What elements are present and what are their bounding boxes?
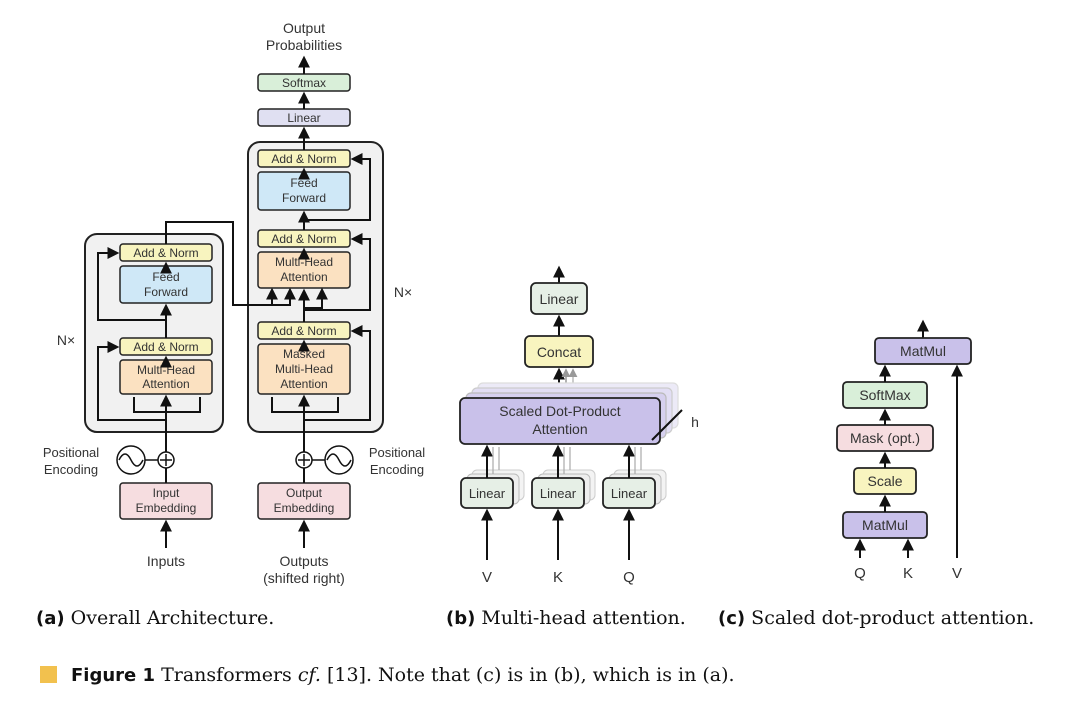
sine-wave-icon — [326, 453, 352, 467]
encoder-stack-container — [84, 233, 224, 433]
mh-linear-k-label: Linear — [540, 486, 577, 501]
mh-linear-v-label: Linear — [469, 486, 506, 501]
sdp-k-label: K — [903, 565, 913, 582]
enc-add-norm-top-label: Add & Norm — [133, 246, 198, 260]
sdp-matmul-top-label: MatMul — [900, 343, 946, 359]
mh-concat-box — [524, 335, 594, 368]
dec-masked-label-3: Attention — [280, 377, 327, 391]
enc-positional-label-2: Encoding — [44, 462, 98, 477]
dec-masked-label-2: Multi-Head — [275, 362, 333, 376]
mh-linear-label: Linear — [540, 291, 579, 307]
softmax-label: Softmax — [282, 76, 326, 90]
panel-c-scaled-dot-product: MatMul SoftMax Mask (opt.) Scale MatMul … — [836, 319, 972, 582]
mh-linear-box — [530, 282, 588, 315]
caption-b-tag: (b) — [446, 608, 476, 629]
input-embedding-label-1: Input — [153, 486, 180, 500]
mh-k-label: K — [553, 569, 563, 586]
inputs-label: Inputs — [147, 553, 185, 569]
dec-mha-label-2: Attention — [280, 270, 327, 284]
dec-feed-forward-label-2: Forward — [282, 191, 326, 205]
panel-a-architecture: Add & Norm Feed Forward Add & Norm Multi… — [43, 20, 425, 586]
encoder-nx-label: N× — [57, 332, 75, 348]
output-probabilities-label-2: Probabilities — [266, 37, 342, 53]
mh-v-label: V — [482, 569, 492, 586]
sdp-arrows — [854, 364, 963, 558]
enc-feed-forward-label-2: Forward — [144, 285, 188, 299]
dec-positional-label-2: Encoding — [370, 462, 424, 477]
dec-positional-label-1: Positional — [369, 445, 425, 460]
caption-a: (a) Overall Architecture. — [36, 607, 274, 629]
figure-text-after: [13]. Note that (c) is in (b), which is … — [320, 664, 735, 686]
outputs-label-1: Outputs — [279, 553, 328, 569]
sdp-softmax-label: SoftMax — [859, 387, 910, 403]
caption-b-text: Multi-head attention. — [481, 607, 686, 629]
enc-add-norm-bottom-label: Add & Norm — [133, 340, 198, 354]
mh-concat-label: Concat — [537, 344, 581, 360]
panel-b-multi-head: Linear Concat Scaled Dot-Product Attenti… — [459, 265, 699, 586]
caption-a-tag: (a) — [36, 608, 65, 629]
mh-arrows — [481, 444, 635, 560]
mh-linear-q-stack: Linear — [602, 469, 667, 509]
figure-text-before: Transformers — [161, 664, 298, 686]
output-embedding-label-2: Embedding — [274, 501, 335, 515]
mh-scaled-dot-product-box — [459, 397, 661, 445]
mh-linear-q-label: Linear — [611, 486, 648, 501]
decoder-arrows — [271, 55, 371, 548]
mh-linear-k-stack: Linear — [531, 469, 596, 509]
dec-feed-forward-label-1: Feed — [290, 176, 317, 190]
sdp-v-label: V — [952, 565, 962, 582]
output-probabilities-label-1: Output — [283, 20, 325, 36]
final-linear-label: Linear — [287, 111, 320, 125]
decoder-nx-label: N× — [394, 284, 412, 300]
caption-b: (b) Multi-head attention. — [446, 607, 686, 629]
output-embedding-label-1: Output — [286, 486, 323, 500]
dec-mha-label-1: Multi-Head — [275, 255, 333, 269]
enc-mha-label-2: Attention — [142, 377, 189, 391]
dec-add-norm-3-label: Add & Norm — [271, 152, 336, 166]
input-embedding-label-2: Embedding — [136, 501, 197, 515]
figure-label: Figure 1 — [71, 665, 156, 686]
mh-sdpa-label-2: Attention — [532, 421, 587, 437]
enc-feed-forward-label-1: Feed — [152, 270, 179, 284]
dec-add-norm-1-label: Add & Norm — [271, 324, 336, 338]
sdp-matmul-top-box — [874, 337, 972, 365]
mh-linear-v-stack: Linear — [460, 469, 525, 509]
enc-mha-label-1: Multi-Head — [137, 363, 195, 377]
outputs-label-2: (shifted right) — [263, 570, 345, 586]
dec-masked-label-1: Masked — [283, 347, 325, 361]
caption-c-tag: (c) — [718, 608, 746, 629]
sdp-mask-label: Mask (opt.) — [850, 430, 920, 446]
caption-a-text: Overall Architecture. — [70, 607, 275, 629]
sine-wave-icon — [118, 453, 144, 467]
sdp-q-label: Q — [854, 565, 866, 582]
caption-c: (c) Scaled dot-product attention. — [718, 607, 1034, 629]
sdp-matmul-bottom-label: MatMul — [862, 517, 908, 533]
mh-sdpa-label-1: Scaled Dot-Product — [499, 403, 621, 419]
encoder-arrows — [97, 221, 296, 548]
figure-cf: cf. — [297, 664, 321, 686]
caption-c-text: Scaled dot-product attention. — [751, 607, 1035, 629]
sdp-scale-label: Scale — [867, 473, 902, 489]
mh-q-label: Q — [623, 569, 635, 586]
figure-marker-icon — [40, 666, 57, 683]
figure-caption: Figure 1 Transformers cf. [13]. Note tha… — [40, 664, 735, 686]
dec-add-norm-2-label: Add & Norm — [271, 232, 336, 246]
mh-h-label: h — [691, 414, 699, 430]
enc-positional-label-1: Positional — [43, 445, 99, 460]
